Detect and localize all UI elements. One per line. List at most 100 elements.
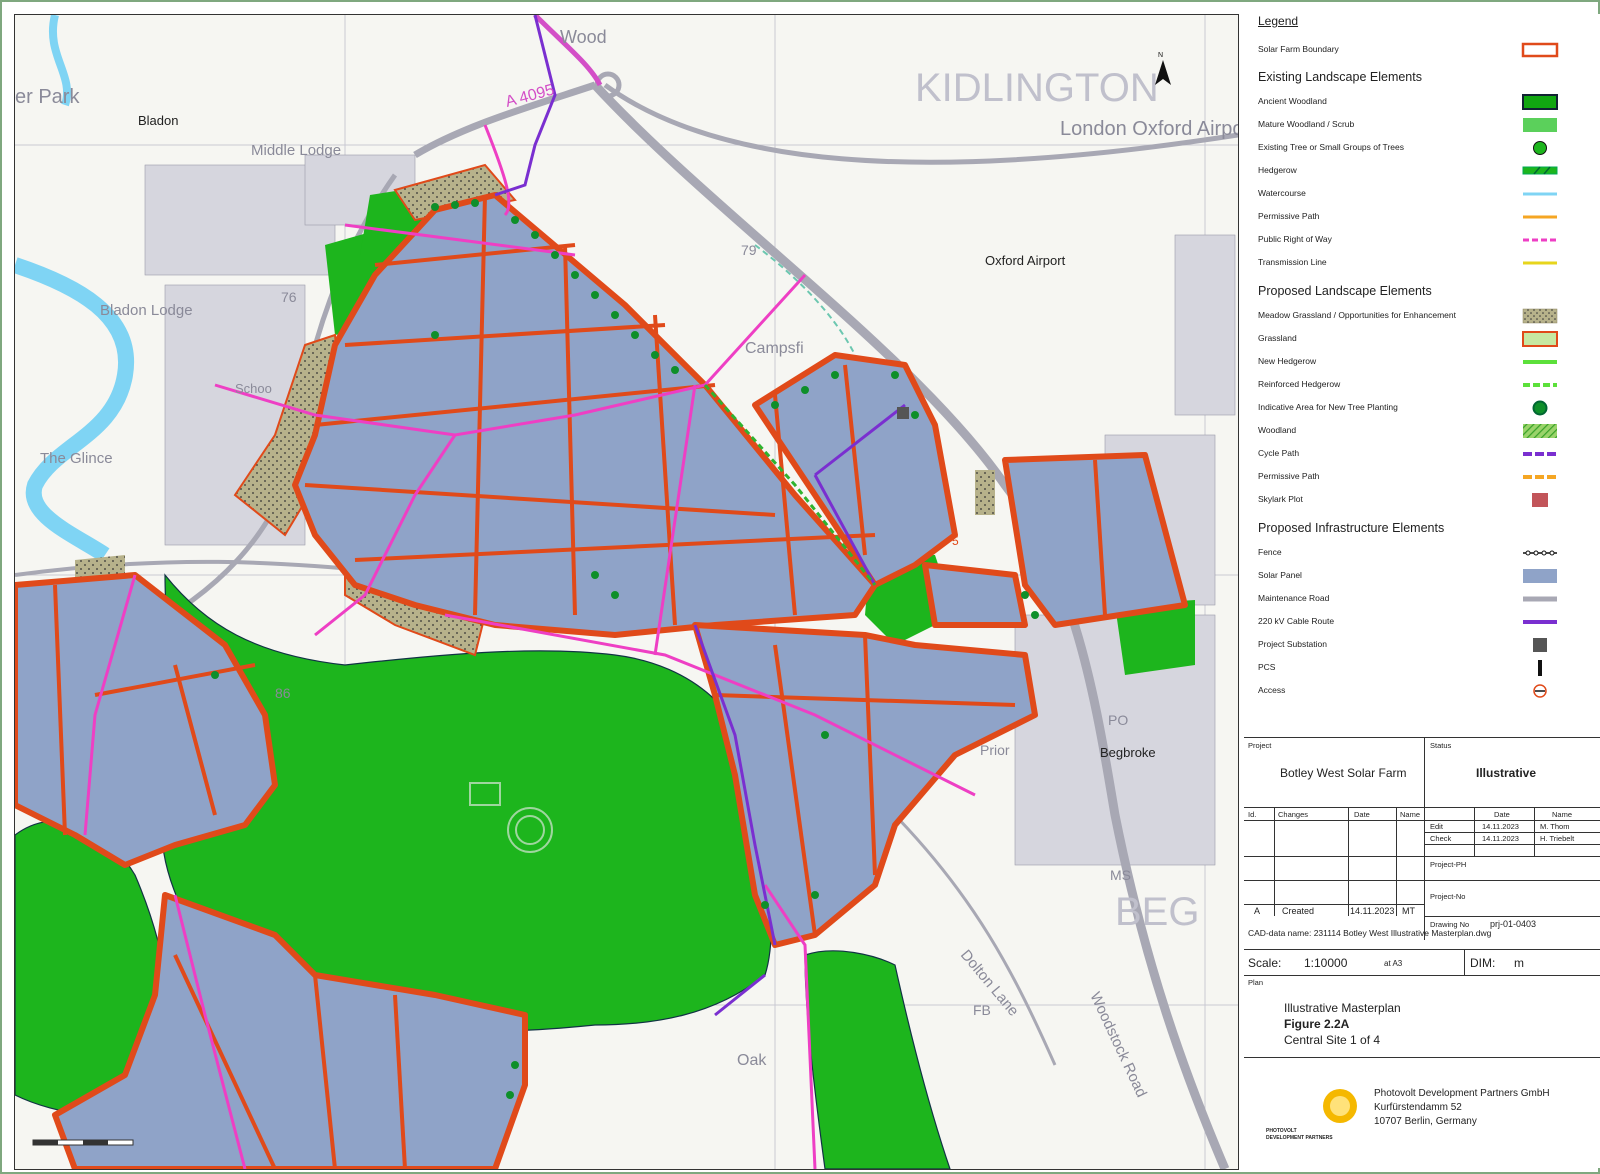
title-block-project: Project Botley West Solar Farm Status Il… bbox=[1244, 737, 1600, 808]
project-label: Project bbox=[1248, 741, 1272, 750]
dim-value: m bbox=[1514, 956, 1524, 970]
label-76: 76 bbox=[281, 289, 297, 305]
legend-label: Permissive Path bbox=[1258, 211, 1320, 221]
label-ms: MS bbox=[1110, 867, 1131, 883]
legend-item-access: Access bbox=[1258, 683, 1548, 699]
public-rights-of-way bbox=[83, 124, 976, 1169]
legend-label: Permissive Path bbox=[1258, 471, 1320, 481]
check-header-name: Name bbox=[1552, 810, 1573, 819]
rev-header-changes: Changes bbox=[1278, 810, 1309, 819]
check-name: H. Triebelt bbox=[1540, 834, 1575, 843]
legend-label: New Hedgerow bbox=[1258, 356, 1317, 366]
legend-item-existing-tree: Existing Tree or Small Groups of Trees bbox=[1258, 140, 1548, 156]
legend-label: Mature Woodland / Scrub bbox=[1258, 119, 1355, 129]
label-begbroke-big: BEG bbox=[1115, 890, 1199, 934]
public-right-of-way-icon bbox=[1523, 238, 1557, 242]
drawing-no-label: Drawing No bbox=[1430, 920, 1470, 929]
label-middle-lodge: Middle Lodge bbox=[251, 142, 341, 159]
scale-at: at A3 bbox=[1384, 959, 1403, 968]
meadow-icon bbox=[1522, 308, 1558, 324]
scale-value: 1:10000 bbox=[1304, 956, 1348, 970]
label-86: 86 bbox=[275, 685, 291, 701]
figure-number: Figure 2.2A bbox=[1284, 1017, 1350, 1031]
revision-name: MT bbox=[1402, 906, 1415, 916]
label-park: er Park bbox=[15, 86, 80, 108]
revision-change: Created bbox=[1282, 906, 1315, 916]
svg-text:N: N bbox=[1158, 52, 1163, 59]
cable-route bbox=[494, 15, 906, 1017]
title-block-company: PHOTOVOLT DEVELOPMENT PARTNERS Photovolt… bbox=[1244, 1057, 1600, 1168]
label-kidlington: KIDLINGTON bbox=[915, 66, 1159, 110]
legend-item-grassland: Grassland bbox=[1258, 331, 1558, 347]
revision-date: 14.11.2023 bbox=[1350, 906, 1395, 916]
a4095-road bbox=[533, 15, 603, 87]
stream bbox=[49, 15, 71, 107]
company-name: Photovolt Development Partners GmbH bbox=[1374, 1088, 1550, 1099]
legend-label: Transmission Line bbox=[1258, 257, 1327, 267]
tree-points bbox=[211, 199, 1039, 1099]
existing-tree-icon bbox=[1533, 141, 1547, 155]
legend-label: Project Substation bbox=[1258, 639, 1327, 649]
legend-item-woodland: Woodland bbox=[1258, 423, 1557, 439]
legend-label: Reinforced Hedgerow bbox=[1258, 379, 1341, 389]
legend-item-watercourse: Watercourse bbox=[1258, 186, 1557, 202]
check-date: 14.11.2023 bbox=[1482, 834, 1519, 843]
pcs-icon bbox=[1538, 660, 1542, 676]
title-block-scale: Scale: 1:10000 at A3 DIM: m bbox=[1244, 949, 1600, 976]
label-bladon: Bladon bbox=[138, 113, 178, 128]
meadow-east bbox=[975, 470, 995, 515]
boundary-swatch-icon bbox=[1521, 42, 1559, 58]
drawing-no: prj-01-0403 bbox=[1490, 919, 1537, 929]
scale-label: Scale: bbox=[1248, 956, 1282, 970]
skylark-icon bbox=[1532, 493, 1548, 507]
legend-section-title: Existing Landscape Elements bbox=[1258, 70, 1422, 84]
label-oxford-airport: Oxford Airport bbox=[985, 253, 1066, 268]
legend-section-title: Proposed Infrastructure Elements bbox=[1258, 521, 1445, 535]
legend-label: Skylark Plot bbox=[1258, 494, 1303, 504]
legend-label: 220 kV Cable Route bbox=[1258, 616, 1335, 626]
map-canvas[interactable]: KIDLINGTON London Oxford Airport Oxford … bbox=[14, 14, 1239, 1170]
label-wood: Wood bbox=[560, 27, 607, 47]
legend-item-substation: Project Substation bbox=[1258, 637, 1548, 653]
reinforced-hedgerow-icon bbox=[1523, 383, 1557, 387]
check-header-date: Date bbox=[1494, 810, 1510, 819]
label-bladon-lodge: Bladon Lodge bbox=[100, 302, 193, 319]
legend-label: Cycle Path bbox=[1258, 448, 1300, 458]
legend-section-title: Proposed Landscape Elements bbox=[1258, 284, 1432, 298]
legend-label: Woodland bbox=[1258, 425, 1297, 435]
label-begbroke: Begbroke bbox=[1100, 745, 1156, 760]
legend-label: Maintenance Road bbox=[1258, 593, 1330, 603]
new-tree-icon bbox=[1532, 400, 1548, 416]
title-block-plan: Plan Illustrative Masterplan Figure 2.2A… bbox=[1244, 975, 1600, 1055]
plan-title: Illustrative Masterplan bbox=[1284, 1001, 1401, 1015]
plan-label: Plan bbox=[1248, 978, 1264, 987]
north-arrow-icon: N bbox=[1155, 52, 1171, 85]
rev-header-id: Id. bbox=[1248, 810, 1257, 819]
hill-fort bbox=[469, 782, 553, 853]
permissive-path-icon bbox=[1523, 215, 1557, 219]
status-value: Illustrative bbox=[1476, 766, 1537, 780]
legend-label: Ancient Woodland bbox=[1258, 96, 1327, 106]
rev-header-date: Date bbox=[1354, 810, 1370, 819]
legend-label: Hedgerow bbox=[1258, 165, 1297, 175]
river-glyme bbox=[15, 257, 135, 562]
label-po: PO bbox=[1108, 712, 1128, 728]
new-hedgerow-icon bbox=[1523, 360, 1557, 364]
woodland-begbroke bbox=[1115, 600, 1195, 675]
maintenance-road-icon bbox=[1523, 596, 1557, 602]
legend-item-pcs: PCS bbox=[1258, 660, 1548, 676]
logo-text-2: DEVELOPMENT PARTNERS bbox=[1266, 1135, 1333, 1141]
legend-label: Solar Farm Boundary bbox=[1258, 44, 1339, 54]
legend-label: Watercourse bbox=[1258, 188, 1306, 198]
legend-item-solar-panel: Solar Panel bbox=[1258, 568, 1557, 584]
legend-label: Fence bbox=[1258, 547, 1282, 557]
legend-item-meadow: Meadow Grassland / Opportunities for Enh… bbox=[1258, 308, 1558, 324]
legend-item-public-right-of-way: Public Right of Way bbox=[1258, 232, 1557, 248]
legend-label: PCS bbox=[1258, 662, 1276, 672]
label-oak: Oak bbox=[737, 1052, 767, 1069]
label-fb: FB bbox=[973, 1002, 991, 1018]
legend-item-boundary: Solar Farm Boundary bbox=[1258, 42, 1559, 58]
mature-woodland-icon bbox=[1523, 118, 1557, 132]
sun-logo-icon bbox=[1323, 1089, 1357, 1123]
legend-label: Indicative Area for New Tree Planting bbox=[1258, 402, 1398, 412]
